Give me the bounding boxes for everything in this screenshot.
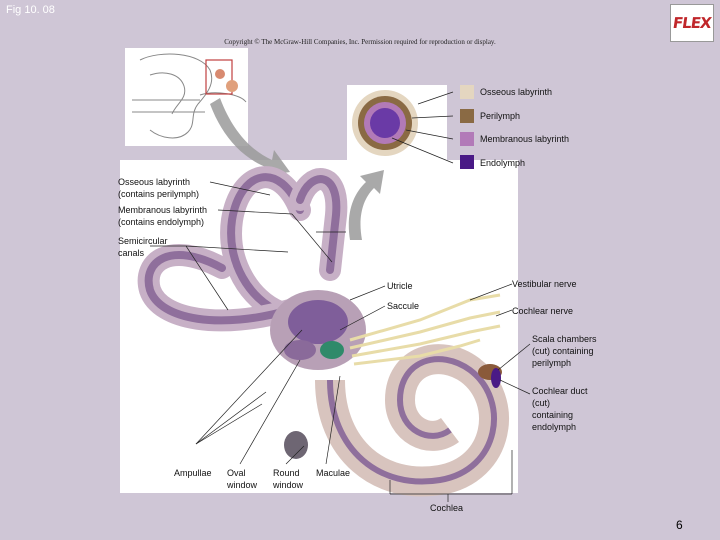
thumbnail-cochlea-mark	[226, 80, 238, 92]
vestibulocochlear-nerves	[349, 293, 501, 366]
legend-label-endolymph: Endolymph	[480, 158, 526, 168]
label-cochlear-nerve: Cochlear nerve	[512, 306, 574, 316]
label-cochlea: Cochlea	[430, 503, 464, 513]
label-oval-window: Oval window	[227, 468, 258, 490]
legend-label-membranous: Membranous labyrinth	[480, 134, 570, 144]
semicircular-canals	[137, 166, 348, 332]
figure-label: Fig 10. 08	[6, 4, 55, 16]
label-maculae: Maculae	[316, 468, 351, 478]
legend-swatch-membranous	[460, 132, 474, 146]
label-cochlear-duct: Cochlear duct (cut) containing endolymph	[532, 386, 588, 432]
legend-swatch-endolymph	[460, 155, 474, 169]
cross-section-endolymph	[370, 108, 400, 138]
label-osseous-labyrinth: Osseous labyrinth (contains perilymph)	[118, 177, 200, 199]
vestibule	[270, 290, 366, 459]
legend-label-osseous: Osseous labyrinth	[480, 87, 553, 97]
label-vestibular-nerve: Vestibular nerve	[512, 279, 577, 289]
label-round-window: Round window	[273, 468, 304, 490]
zoom-arrow-right	[348, 170, 384, 240]
page-number: 6	[676, 518, 683, 532]
thumbnail-highlight-box	[205, 59, 233, 95]
flex-logo: FLEX	[670, 4, 714, 42]
label-semicircular-canals: Semicircular canals	[118, 236, 168, 258]
thumbnail-vestibule-mark	[215, 69, 225, 79]
copyright-notice: Copyright © The McGraw-Hill Companies, I…	[224, 38, 496, 46]
zoom-arrow-left	[210, 98, 290, 176]
legend-swatch-osseous	[460, 85, 474, 99]
label-utricle: Utricle	[387, 281, 413, 291]
legend-swatch-perilymph	[460, 109, 474, 123]
label-ampullae: Ampullae	[174, 468, 212, 478]
leader-lines	[150, 91, 531, 502]
cochlea-spiral	[315, 344, 509, 497]
label-saccule: Saccule	[387, 301, 420, 311]
label-scala-chambers: Scala chambers (cut) containing perilymp…	[532, 334, 597, 368]
ear-thumbnail-sketch	[132, 53, 247, 139]
legend-label-perilymph: Perilymph	[480, 111, 521, 121]
label-membranous-labyrinth: Membranous labyrinth (contains endolymph…	[118, 205, 208, 227]
